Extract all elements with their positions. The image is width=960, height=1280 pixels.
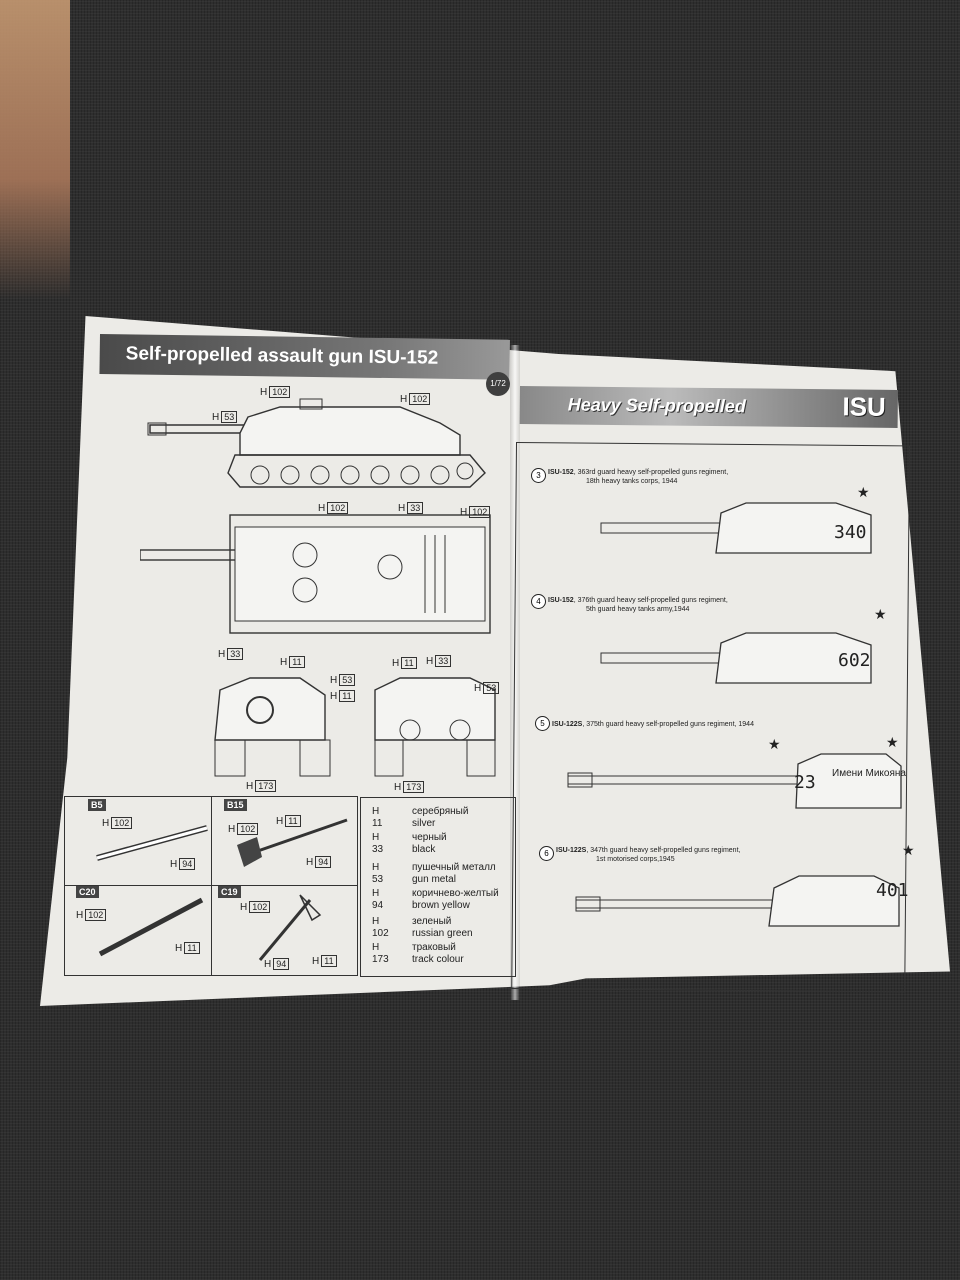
scale-badge: 1/72: [486, 372, 510, 396]
wood-floor: [0, 0, 70, 300]
title-text: Self-propelled assault gun ISU-152: [125, 343, 439, 369]
part-id: B15: [224, 799, 247, 811]
vehicle-marking: 23: [794, 772, 816, 793]
vehicle-slogan: Имени Микояна: [832, 768, 906, 779]
title-main: Heavy Self-propelled: [567, 394, 746, 417]
part-id: C19: [218, 886, 241, 898]
vehicle-marking: 602: [838, 650, 871, 671]
vehicle-marking: 401: [876, 880, 909, 901]
red-star-icon: ★: [768, 736, 781, 752]
part-b15-drawing: [237, 818, 348, 867]
right-page-title: Heavy Self-propelled ISU: [519, 386, 898, 428]
vehicle-4-drawing: [600, 632, 872, 684]
rear-view-drawing: [374, 677, 496, 777]
red-star-icon: ★: [886, 734, 899, 750]
vehicle-caption: ISU-122S, 375th guard heavy self-propell…: [552, 721, 754, 728]
vehicle-caption: ISU-152, 363rd guard heavy self-propelle…: [548, 469, 729, 485]
part-id: B5: [88, 799, 106, 811]
vehicle-number: 6: [539, 846, 554, 861]
red-star-icon: ★: [874, 606, 887, 622]
vehicle-number: 4: [531, 594, 546, 609]
part-c19-drawing: [258, 894, 322, 961]
sheet-fold: [510, 345, 520, 1000]
red-star-icon: ★: [857, 484, 870, 500]
parts-grid: [64, 796, 358, 976]
part-id: C20: [76, 886, 99, 898]
vehicle-3-drawing: [600, 502, 872, 554]
vehicle-number: 3: [531, 468, 546, 483]
red-star-icon: ★: [902, 842, 915, 858]
vehicle-6-drawing: [575, 875, 900, 927]
part-b5-drawing: [96, 825, 208, 861]
left-page-title: Self-propelled assault gun ISU-152: [99, 334, 510, 380]
paint-legend: [360, 797, 516, 977]
vehicle-marking: 340: [834, 522, 867, 543]
vehicle-caption: ISU-152, 376th guard heavy self-propelle…: [548, 597, 728, 613]
front-view-drawing: [214, 677, 331, 777]
part-c20-drawing: [98, 897, 204, 957]
vehicle-5-drawing: [567, 753, 902, 809]
vehicle-number: 5: [535, 716, 550, 731]
vehicle-caption: ISU-122S, 347th guard heavy self-propell…: [556, 847, 741, 863]
title-tag: ISU: [842, 391, 886, 422]
side-view-drawing: [147, 398, 486, 488]
top-view-drawing: [140, 514, 491, 634]
